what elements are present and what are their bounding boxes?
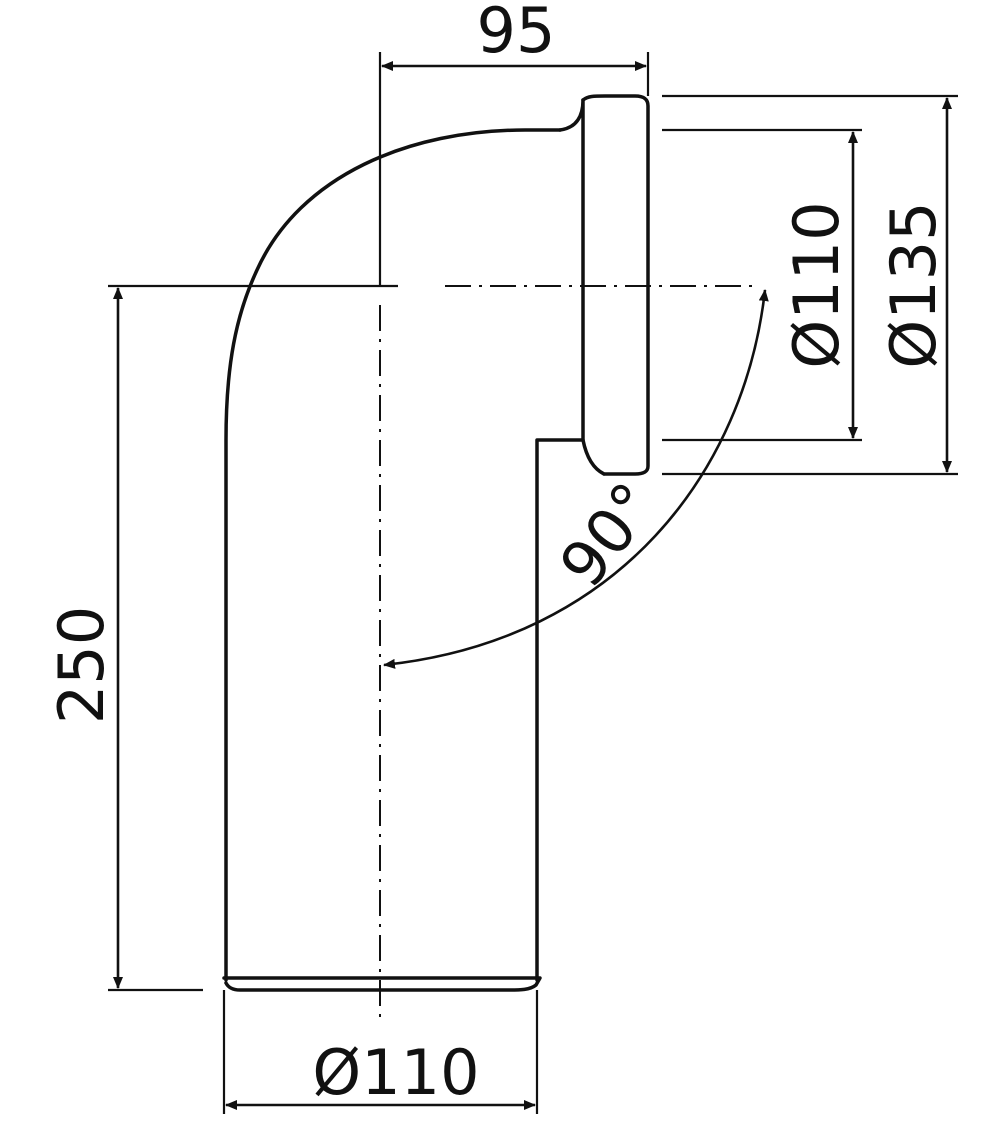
dimension-height: 250 <box>45 287 203 992</box>
outlet-inner-label: Ø110 <box>780 201 853 368</box>
pipe-bottom-lip <box>222 976 542 992</box>
pipe-outer-edge <box>224 128 562 982</box>
center-lines <box>108 284 760 1025</box>
dimension-inlet: Ø110 <box>222 990 539 1114</box>
offset-label: 95 <box>477 0 556 67</box>
dimension-offset: 95 <box>378 0 650 286</box>
dimension-angle: 90° <box>383 289 769 669</box>
angle-label: 90° <box>545 469 670 601</box>
dimension-outlet-outer: Ø135 <box>662 94 958 476</box>
outlet-outer-label: Ø135 <box>877 201 950 368</box>
pipe-body <box>222 128 585 992</box>
angle-arc <box>383 289 769 669</box>
inlet-label: Ø110 <box>312 1036 479 1109</box>
height-label: 250 <box>45 606 118 724</box>
